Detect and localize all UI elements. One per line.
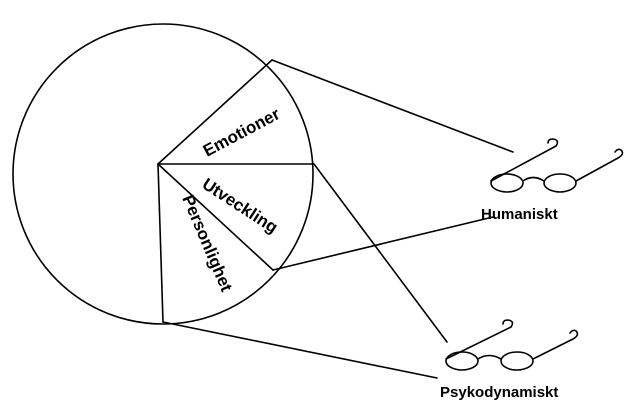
radius-line-top bbox=[157, 59, 273, 165]
projection-line-personality bbox=[162, 321, 438, 379]
radius-line-lower bbox=[157, 163, 274, 271]
segment-label-emotions: Emotioner bbox=[200, 104, 283, 160]
glasses-icon bbox=[490, 138, 624, 193]
projection-line-development bbox=[272, 216, 494, 271]
glasses-icon bbox=[445, 319, 579, 371]
projection-line-middle bbox=[313, 163, 448, 343]
topic-circle bbox=[12, 23, 314, 325]
perspective-label-humanistic: Humaniskt bbox=[481, 206, 558, 223]
perspective-label-psychodynamic: Psykodynamiskt bbox=[440, 384, 558, 400]
projection-line-emotions bbox=[271, 59, 514, 153]
radius-line-bottom bbox=[157, 163, 164, 323]
